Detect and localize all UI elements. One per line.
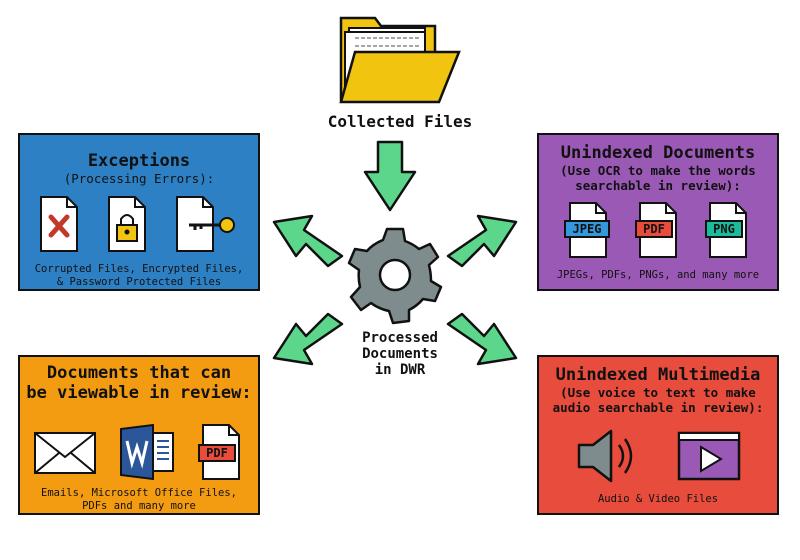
exceptions-caption-2: & Password Protected Files xyxy=(56,276,222,288)
arrow-up-right-icon xyxy=(446,214,518,268)
collected-files-label: Collected Files xyxy=(327,112,473,131)
viewable-pdf-tag: PDF xyxy=(206,446,228,460)
pdf-doc-icon: PDF xyxy=(197,424,240,480)
pdf-file-icon: PDF xyxy=(635,202,677,258)
arrow-down-right-icon xyxy=(446,312,518,366)
unindexed-documents-box: Unindexed Documents (Use OCR to make the… xyxy=(537,133,779,291)
corrupted-file-icon xyxy=(40,196,79,252)
unindexed-multimedia-box: Unindexed Multimedia (Use voice to text … xyxy=(537,355,779,515)
processed-documents-label: Processed Documents in DWR xyxy=(340,330,460,378)
viewable-documents-box: Documents that can be viewable in review… xyxy=(18,355,260,515)
speaker-icon xyxy=(577,429,633,483)
arrow-down-left-icon xyxy=(272,312,344,366)
processed-line-2: Documents xyxy=(362,346,438,362)
png-file-icon: PNG xyxy=(704,202,747,258)
arrow-up-left-icon xyxy=(272,214,344,268)
unindexed-documents-title: Unindexed Documents xyxy=(560,143,756,163)
png-tag: PNG xyxy=(713,222,735,236)
unindexed-documents-caption: JPEGs, PDFs, PNGs, and many more xyxy=(556,269,760,281)
word-doc-icon xyxy=(120,423,174,481)
password-file-icon xyxy=(175,196,235,252)
pdf-tag: PDF xyxy=(643,222,665,236)
encrypted-file-icon xyxy=(108,196,146,252)
viewable-documents-title-1: Documents that can xyxy=(46,363,232,383)
email-icon xyxy=(34,432,97,474)
exceptions-title: Exceptions xyxy=(87,151,191,171)
unindexed-multimedia-subtitle-2: audio searchable in review): xyxy=(552,400,764,415)
unindexed-documents-subtitle-2: searchable in review): xyxy=(575,178,741,193)
arrow-down-icon xyxy=(363,140,417,212)
exceptions-caption-1: Corrupted Files, Encrypted Files, xyxy=(34,263,244,275)
viewable-documents-title-2: be viewable in review: xyxy=(26,383,252,403)
unindexed-multimedia-title: Unindexed Multimedia xyxy=(555,365,761,385)
unindexed-multimedia-subtitle-1: (Use voice to text to make xyxy=(560,385,756,400)
viewable-documents-caption-1: Emails, Microsoft Office Files, xyxy=(41,487,237,499)
jpeg-tag: JPEG xyxy=(573,222,602,236)
viewable-documents-caption-2: PDFs and many more xyxy=(82,500,196,512)
video-icon xyxy=(677,431,741,481)
unindexed-multimedia-caption: Audio & Video Files xyxy=(597,493,719,505)
folder-icon xyxy=(339,16,461,104)
exceptions-subtitle: (Processing Errors): xyxy=(63,171,215,186)
gear-icon xyxy=(347,227,443,325)
unindexed-documents-subtitle-1: (Use OCR to make the words xyxy=(560,163,756,178)
processed-line-1: Processed xyxy=(362,330,438,346)
processed-line-3: in DWR xyxy=(374,362,426,378)
jpeg-file-icon: JPEG xyxy=(564,202,611,258)
exceptions-box: Exceptions (Processing Errors): Corrupte… xyxy=(18,133,260,291)
